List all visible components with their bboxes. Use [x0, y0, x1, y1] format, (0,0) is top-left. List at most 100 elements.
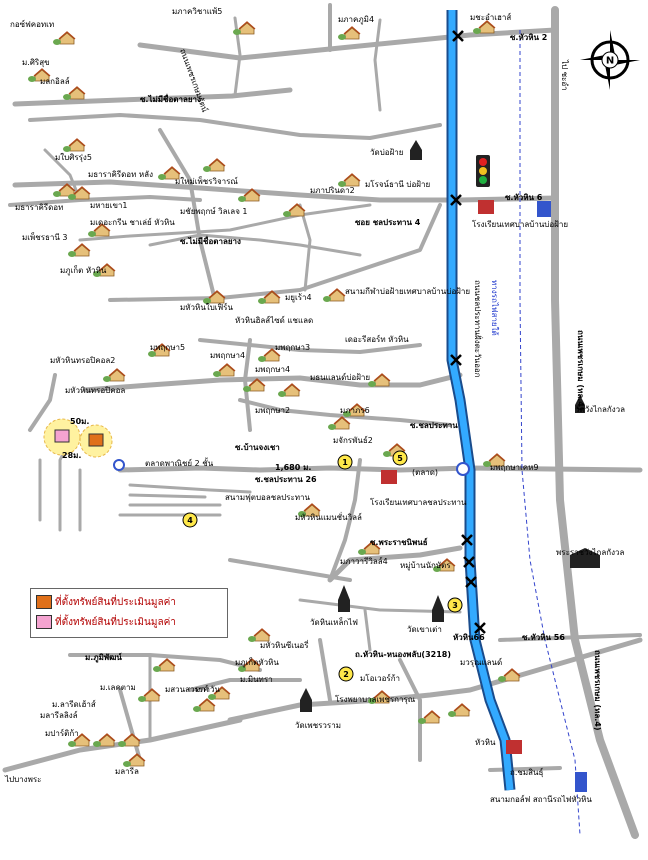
map-label: 2 [343, 670, 349, 679]
map-label: ซ.ชลประทาน [410, 421, 458, 430]
map-label: ถนนเพชรเกษม (ทล.4) [576, 330, 585, 411]
legend-row-secondary: ที่ตั้งทรัพย์สินที่ประเมินมูลค่า [36, 615, 176, 631]
map-label: มพฤกษา3 [275, 343, 310, 352]
marker-1: 1 [337, 454, 353, 470]
map-label: 1,680 ม. [275, 463, 311, 472]
marker-4: 4 [182, 512, 198, 528]
map-label: มหัวหินแมนชั่นวิลล์ [295, 511, 362, 522]
map-label: ม.ภูมิพัฒน์ [85, 652, 122, 663]
map-label: มใบศิรรุ่ง5 [55, 153, 92, 162]
map-label: เดอะรีสอร์ท หัวหิน [345, 334, 409, 344]
school-icons [381, 200, 587, 792]
map-label: ซ.ไม่มีชื่อตาลยาง [140, 93, 201, 104]
map-label: มสวนสวรรค์ [165, 684, 208, 694]
subject-property: 50ม. 28ม. [43, 417, 113, 460]
map-label: มภาวัน [195, 685, 221, 694]
map-label: (ตลาด) [412, 468, 438, 477]
map-label: วัดเขาเต่า [407, 625, 442, 634]
map-label: มภาวารีวิลล์4 [340, 556, 388, 566]
map-label: มภาปรินดา2 [310, 186, 355, 195]
map-label: สนามกีฬาบ่อฝ้ายเทศบาลบ้านบ่อฝ้าย [345, 287, 470, 296]
map-label: มธนแลนด์บ่อฝ้าย [310, 372, 370, 382]
marker-2: 2 [338, 666, 354, 682]
map-label: ซ.หัวหิน 6 [505, 193, 543, 202]
map-label: มชะอำเฮาส์ [470, 12, 511, 22]
legend-swatch-orange [36, 595, 52, 609]
chonprathan-canal [446, 10, 516, 791]
map-label: มเดอะกรีน ชาเล่ย์ หัวหิน [90, 217, 175, 227]
map-label: มหัวหินทรอปิคอล2 [50, 356, 115, 365]
compass-icon: N [580, 30, 640, 90]
map-label: มเพ็ชรธานี 3 [22, 232, 67, 242]
map-label: 3 [452, 601, 458, 610]
map-label: ซอย ชลประทาน 4 [355, 218, 421, 227]
map-label: วัดบ่อฝ้าย [370, 148, 403, 157]
map-label: ซ.บ้านจงเชา [235, 442, 280, 452]
map-label: ถนนชลประทานฝั่งตะวันออก [473, 280, 484, 378]
road-network [2, 3, 643, 839]
map-label: 4 [187, 516, 193, 525]
roundabout-icon [113, 459, 470, 476]
map-label: มพฤกษา4 [255, 365, 290, 374]
map-label: มธาราคิรีดอท หลัง [88, 170, 153, 179]
map-label: ซ.ชลประทาน 26 [255, 475, 317, 484]
map-label: ซ.หัวหิน 56 [522, 633, 565, 642]
map-label: มภาคภูมิ4 [338, 15, 374, 25]
map-label: มพฤกษา5 [150, 343, 185, 352]
map-label: มวรุณแลนด์ [460, 657, 502, 667]
map-label: วัดหินเหล็กไฟ [310, 617, 358, 627]
map-label: โรงเรียนเทศบาลบ้านบ่อฝ้าย [472, 219, 568, 229]
map-label: ซ.พระราชนิพนธ์ [370, 537, 428, 547]
map-label: ถ.ชมสินธุ์ [510, 767, 543, 777]
map-label: ถ.หัวหิน-หนองพลับ(3218) [355, 650, 451, 659]
map-label: กอซ์ฟคอทเท [10, 19, 54, 29]
map-label: หัวหิน [475, 738, 496, 747]
map-label: ม.เลคตาม [100, 683, 136, 692]
map-label: มปาร์ติก้า [45, 728, 79, 738]
map-label: มโรจน์ธานี บ่อฝ้าย [365, 179, 430, 189]
map-label: มโอเวอร์ก้า [360, 673, 400, 683]
map-label: มหัวหินซีเนอรี่ [260, 639, 309, 650]
reference-markers: 1 2 3 4 5 [182, 450, 463, 682]
map-label: พระราชวังไกลกังวล [556, 548, 624, 557]
map-label: มหายเขา1 [90, 201, 128, 210]
map-label: ทางรถไฟสายใต้ [490, 280, 499, 336]
map-label: มชัยพฤกษ์ วิลเลจ 1 [180, 206, 248, 216]
map-label: หัวหินฮิลส์ไซด์ แชแลด [235, 315, 313, 325]
legend-swatch-pink [36, 615, 52, 629]
map-label: มหัวหินทรอปิคอล [65, 386, 125, 395]
map-label: หมู่บ้านนักษัตร [400, 561, 451, 571]
map-label: มภาควิชาแพ้5 [172, 7, 222, 16]
map-label: ไป ชะอำ [560, 59, 569, 91]
map-label: มพฤกษาเคห9 [490, 463, 538, 472]
map-label: สนามฟุตบอลชลประทาน [225, 493, 311, 502]
map-label: วัดเพชรวราม [295, 721, 341, 730]
map-label: วัดวังไกลกังวล [575, 405, 625, 414]
marker-5: 5 [392, 450, 408, 466]
map-label: มธาราคิรีดอท [15, 203, 63, 212]
map-label: 50ม. [70, 417, 89, 426]
map-label: มหัวหินใบเฟิร์น [180, 302, 233, 312]
map-label: โรงเรียนเทศบาลชลประทาน [370, 497, 467, 507]
legend-label-secondary: ที่ตั้งทรัพย์สินที่ประเมินมูลค่า [55, 617, 176, 628]
map-label: มใหม่เพ็ชรวิจารณ์ [175, 176, 238, 186]
map-label: ม.มินทรา [240, 675, 273, 684]
map-label: สนามกอล์ฟ สถานีรถไฟหัวหิน [490, 794, 592, 804]
map-label: มลกอิลล์ [40, 76, 70, 86]
map-label: มภูเก็ต หัวหิน [60, 265, 107, 276]
map-label: มลารีลลิงล์ [40, 710, 78, 720]
map-label: 5 [397, 454, 403, 463]
map-label: ม.ศิริสุข [22, 58, 50, 67]
map-label: 1 [342, 458, 348, 467]
map-label: หัวหิน66 [453, 633, 485, 642]
marker-3: 3 [447, 597, 463, 613]
map-label: มภูเก็ตหัวหิน [235, 657, 279, 668]
map-label: 28ม. [62, 451, 81, 460]
map-label: มภาภร6 [340, 406, 370, 415]
map-label: ตลาดพาณิชย์ 2 ชั้น [145, 457, 214, 468]
map-label: ซ.หัวหิน 2 [510, 33, 547, 42]
map-label: มจักรพันธ์2 [333, 435, 373, 445]
legend-row-primary: ที่ตั้งทรัพย์สินที่ประเมินมูลค่า [36, 595, 176, 611]
traffic-light-icon [476, 155, 490, 187]
